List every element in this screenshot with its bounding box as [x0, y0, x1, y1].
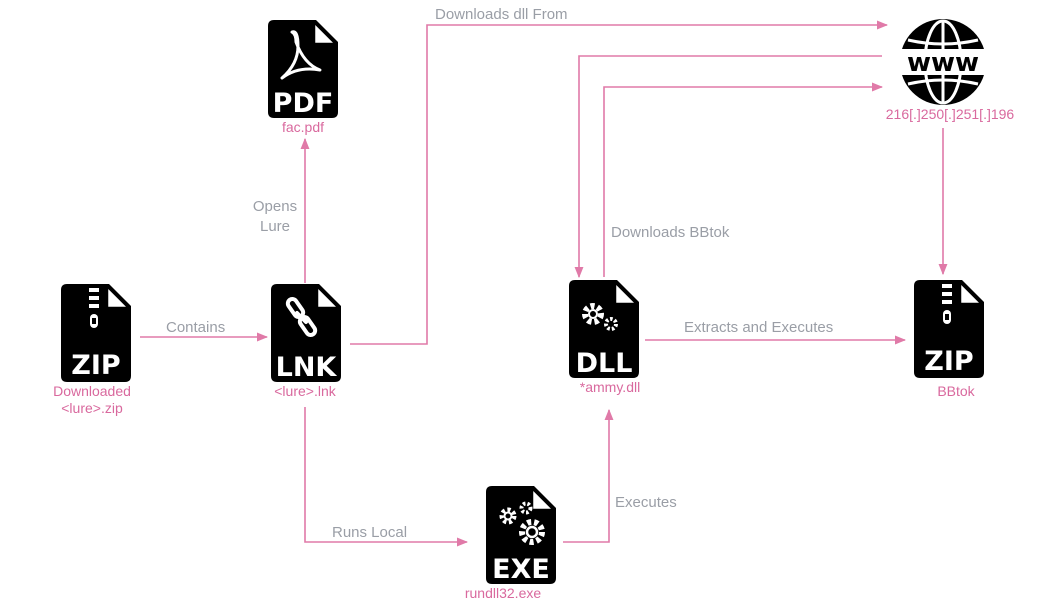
www-text: www [907, 48, 979, 78]
acrobat-swirl-icon [280, 30, 322, 80]
edge-runs-local [304, 407, 469, 547]
web-ip-label: 216[.]250[.]251[.]196 [886, 106, 1015, 122]
lnk-file-icon: LNK [271, 284, 341, 383]
pdf-file-icon: PDF [268, 20, 338, 119]
edge-labels: Contains Opens Lure Downloads dll From R… [166, 6, 833, 541]
edge-downloads-bbtok [603, 82, 884, 277]
exe-file-icon: EXE [486, 486, 556, 585]
zip-downloaded-label-line1: Downloaded [53, 383, 131, 399]
zip-downloaded-label-line2: <lure>.zip [61, 400, 123, 416]
edge-downloads-dll-from [350, 20, 889, 345]
www-globe-icon: www [897, 19, 989, 105]
edge-label-lure: Lure [260, 218, 290, 235]
edge-label-downloads-bbtok: Downloads BBtok [611, 224, 730, 241]
bbtok-label: BBtok [937, 383, 975, 399]
zip-file-icon: ZIP [61, 284, 131, 382]
edge-web-to-dll [574, 55, 882, 279]
edge-label-runs-local: Runs Local [332, 524, 407, 541]
lnk-label: <lure>.lnk [274, 383, 336, 399]
dll-label: *ammy.dll [580, 379, 640, 395]
edge-label-opens: Opens [253, 198, 297, 215]
dll-badge-text: DLL [576, 348, 633, 379]
exe-badge-text: EXE [492, 554, 550, 585]
lnk-badge-text: LNK [276, 352, 338, 383]
edge-label-extracts-and-executes: Extracts and Executes [684, 319, 833, 336]
edge-label-executes: Executes [615, 494, 677, 511]
edge-label-contains: Contains [166, 319, 225, 336]
edge-executes [563, 408, 614, 543]
dll-gears-icon [582, 303, 618, 331]
edges [140, 20, 948, 547]
zip-badge-text: ZIP [71, 350, 120, 381]
dll-file-icon: DLL [569, 280, 639, 379]
pdf-label: fac.pdf [282, 119, 324, 135]
edge-label-downloads-dll-from: Downloads dll From [435, 6, 568, 23]
pdf-badge-text: PDF [273, 88, 334, 119]
link-chain-icon [285, 296, 318, 338]
gears-icon [499, 501, 545, 545]
exe-label: rundll32.exe [465, 585, 541, 601]
bbtok-zip-badge-text: ZIP [924, 346, 973, 377]
bbtok-zip-file-icon: ZIP [914, 280, 984, 378]
